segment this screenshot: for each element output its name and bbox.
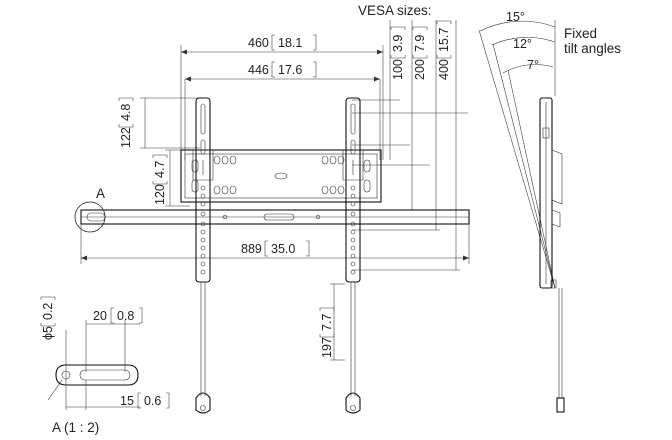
detail-diameter-mm: ϕ5 [41, 326, 55, 340]
dim-460-mm: 460 [248, 36, 269, 50]
detail-a-marker: A [96, 186, 105, 201]
detail-diameter-in: 0.2 [41, 303, 55, 320]
dim-122-in: 4.8 [119, 104, 133, 121]
tilt-7: 7° [527, 58, 539, 72]
vesa-sizes-label: VESA sizes: [358, 3, 432, 18]
dim-197-in: 7.7 [320, 314, 334, 331]
left-arm [192, 97, 214, 414]
dim-446-mm: 446 [248, 63, 269, 77]
detail-slot-mm: 20 [93, 309, 107, 323]
dim-122-mm: 122 [119, 127, 133, 148]
detail-a-title: A (1 : 2) [52, 420, 99, 435]
tilt-caption-line1: Fixed [564, 26, 597, 41]
dim-120-mm: 120 [153, 184, 167, 205]
left-vertical-dims [140, 97, 200, 207]
tilt-side-view [478, 20, 565, 413]
vesa-400-in: 15.7 [437, 28, 451, 52]
dim-889-mm: 889 [241, 242, 262, 256]
vesa-100-mm: 100 [391, 59, 405, 80]
dim-197-mm: 197 [320, 337, 334, 358]
rail-width-dimension [80, 224, 470, 264]
vesa-dimension-lines [352, 20, 468, 271]
detail-offset-in: 0.6 [144, 394, 161, 408]
vesa-200-in: 7.9 [413, 35, 427, 52]
tilt-12: 12° [513, 37, 532, 51]
detail-a-callout [74, 201, 106, 233]
dim-460-in: 18.1 [278, 36, 302, 50]
tilt-15: 15° [506, 10, 525, 24]
vesa-100-in: 3.9 [391, 35, 405, 52]
dim-120-in: 4.7 [153, 161, 167, 178]
vesa-200-mm: 200 [413, 59, 427, 80]
tilt-caption-line2: tilt angles [564, 41, 621, 56]
detail-slot-in: 0.8 [117, 309, 134, 323]
wall-plate [180, 149, 382, 203]
detail-offset-mm: 15 [120, 394, 134, 408]
vesa-400-mm: 400 [437, 59, 451, 80]
right-arm [342, 97, 364, 414]
dim-889-in: 35.0 [271, 242, 295, 256]
detail-a-view [47, 320, 140, 410]
lower-dimension [330, 283, 345, 361]
dim-446-in: 17.6 [278, 63, 302, 77]
width-dimensions [180, 45, 384, 160]
horizontal-rail [80, 209, 470, 225]
